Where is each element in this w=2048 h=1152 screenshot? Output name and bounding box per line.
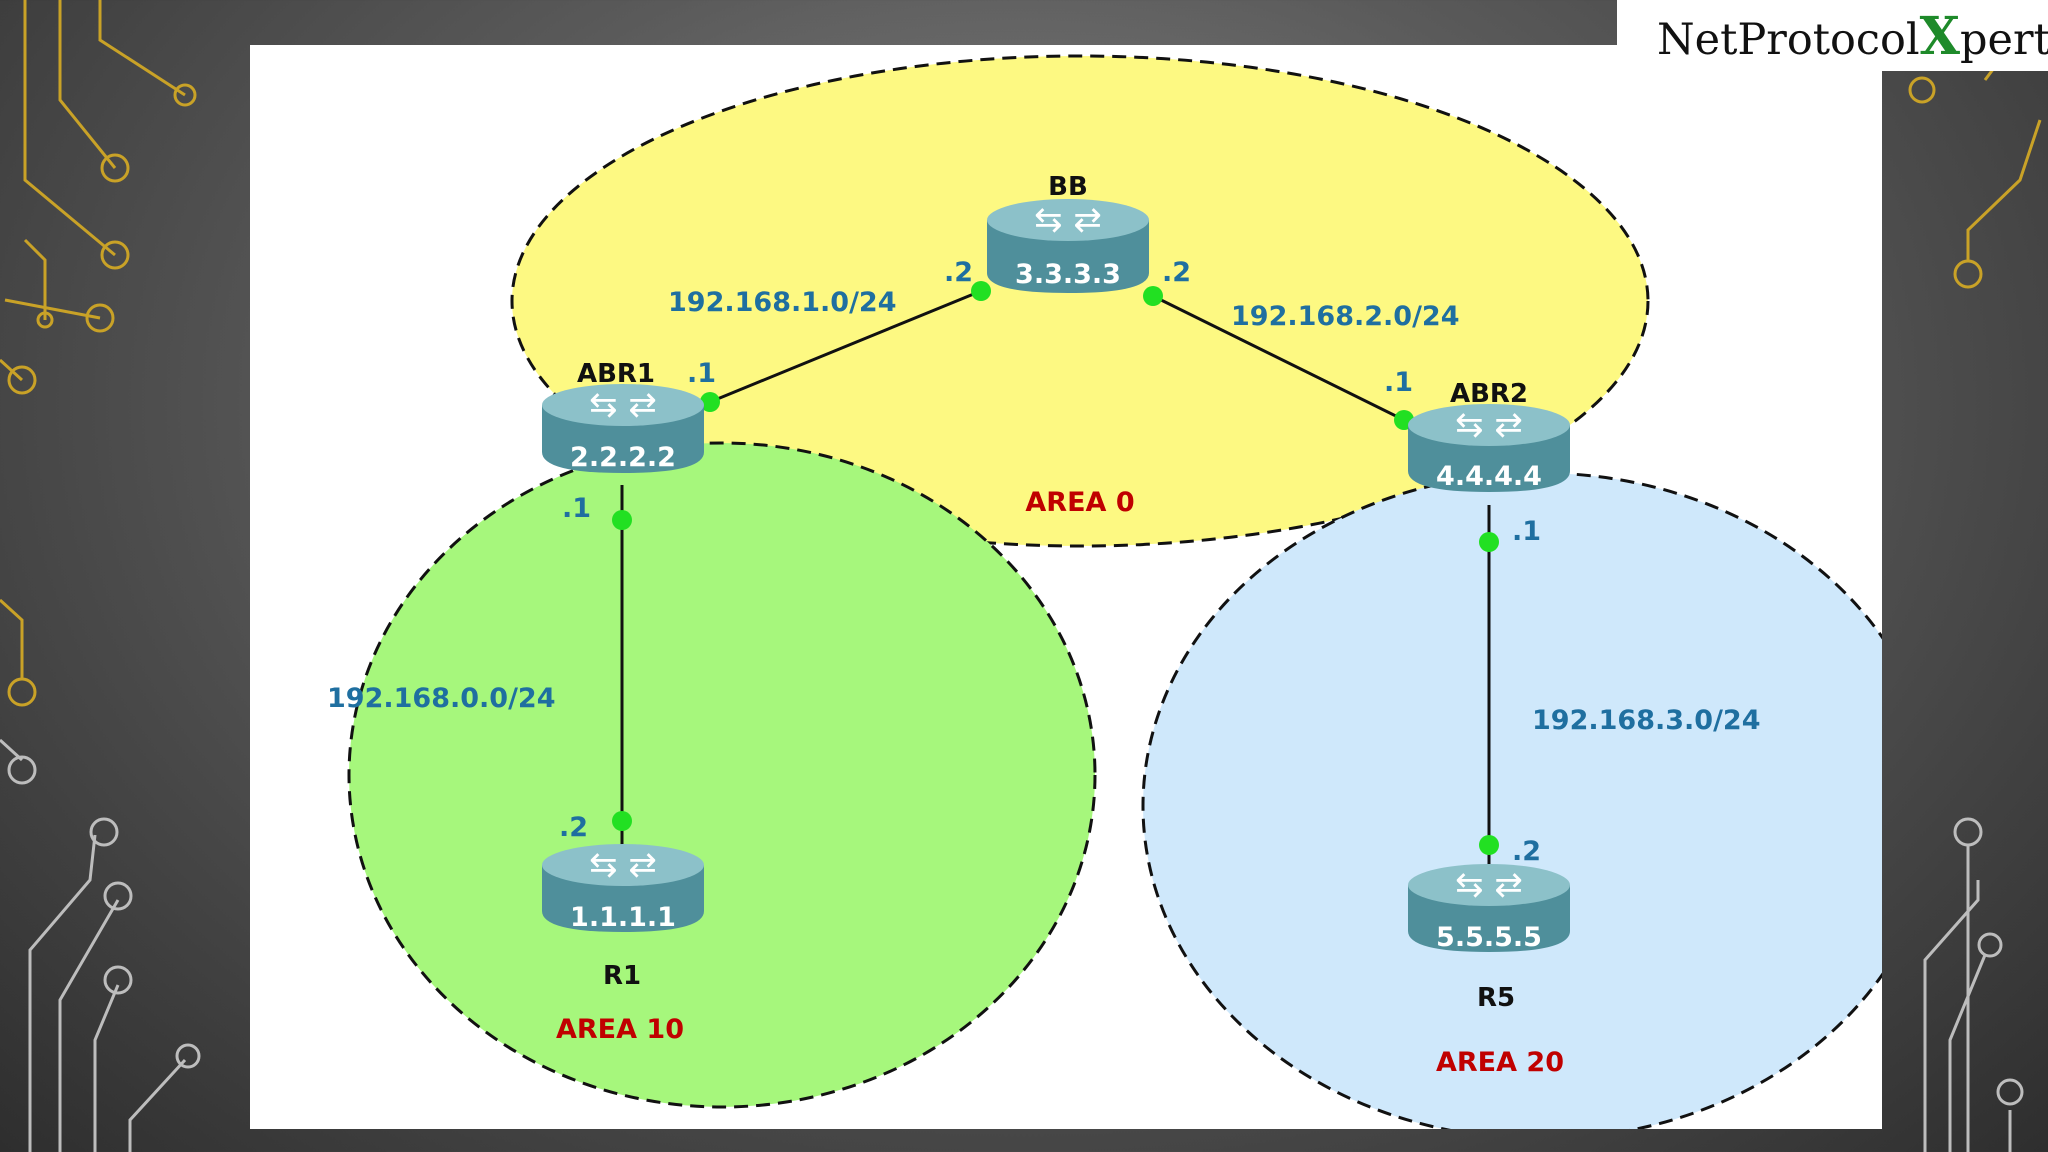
- router-bb-name: BB: [1048, 172, 1088, 202]
- dot-abr2-net3: [1479, 532, 1499, 552]
- router-abr2[interactable]: ⇆ ⇄ 4.4.4.4: [1408, 404, 1570, 492]
- router-arrows-icon: ⇆ ⇄: [1455, 405, 1523, 445]
- router-abr1-id: 2.2.2.2: [570, 442, 676, 473]
- network-label-192-168-3: 192.168.3.0/24: [1532, 705, 1761, 736]
- dot-abr1-net1: [700, 392, 720, 412]
- logo-part-3: pert: [1959, 15, 2048, 65]
- interface-dots: [612, 281, 1499, 855]
- area10-region: [347, 441, 1097, 1109]
- network-diagram-slide: ⇆ ⇄ 3.3.3.3 ⇆ ⇄ 2.2.2.2 ⇆ ⇄ 4.4.4.4 ⇆ ⇄ …: [250, 45, 1882, 1129]
- router-r5[interactable]: ⇆ ⇄ 5.5.5.5: [1408, 864, 1570, 953]
- router-r1-id: 1.1.1.1: [570, 902, 676, 933]
- ip-abr1-net0: .1: [562, 493, 591, 524]
- brand-logo: NetProtocolXpert: [1617, 0, 2048, 71]
- ip-r5-net3: .2: [1512, 836, 1541, 867]
- router-abr1[interactable]: ⇆ ⇄ 2.2.2.2: [542, 384, 704, 473]
- ip-bb-net1: .2: [944, 257, 973, 288]
- router-arrows-icon: ⇆ ⇄: [589, 845, 657, 885]
- area10-label: AREA 10: [556, 1014, 684, 1045]
- router-r1-name: R1: [603, 961, 641, 991]
- circuit-traces-silver: [0, 738, 2024, 1152]
- router-r1[interactable]: ⇆ ⇄ 1.1.1.1: [542, 844, 704, 933]
- network-label-192-168-0: 192.168.0.0/24: [327, 683, 556, 714]
- ip-abr1-net1: .1: [687, 358, 716, 389]
- logo-x-mark: X: [1919, 6, 1960, 67]
- area20-label: AREA 20: [1436, 1047, 1564, 1078]
- network-label-192-168-1: 192.168.1.0/24: [668, 287, 897, 318]
- ip-bb-net2: .2: [1162, 257, 1191, 288]
- link-abr1-bb: [709, 289, 982, 404]
- ip-r1-net0: .2: [559, 812, 588, 843]
- dot-abr1-net0: [612, 510, 632, 530]
- router-abr2-id: 4.4.4.4: [1436, 461, 1542, 492]
- ospf-topology-diagram: ⇆ ⇄ 3.3.3.3 ⇆ ⇄ 2.2.2.2 ⇆ ⇄ 4.4.4.4 ⇆ ⇄ …: [327, 54, 1882, 1129]
- dot-r5-net3: [1479, 835, 1499, 855]
- router-r5-id: 5.5.5.5: [1436, 922, 1542, 953]
- router-arrows-icon: ⇆ ⇄: [1455, 865, 1523, 905]
- area0-region: [510, 54, 1650, 548]
- dot-bb-net2: [1143, 286, 1163, 306]
- dot-bb-net1: [971, 281, 991, 301]
- link-bb-abr2: [1152, 294, 1405, 422]
- dot-r1-net0: [612, 811, 632, 831]
- ip-abr2-net3: .1: [1512, 516, 1541, 547]
- router-bb[interactable]: ⇆ ⇄ 3.3.3.3: [987, 199, 1149, 293]
- logo-text: NetProtocolXpert: [1657, 6, 2048, 67]
- links: [620, 289, 1491, 900]
- router-abr1-name: ABR1: [577, 359, 655, 389]
- ip-abr2-net2: .1: [1384, 367, 1413, 398]
- router-bb-id: 3.3.3.3: [1015, 259, 1121, 290]
- logo-part-1: NetProtocol: [1657, 15, 1920, 65]
- router-abr2-name: ABR2: [1450, 379, 1528, 409]
- router-arrows-icon: ⇆ ⇄: [1034, 200, 1102, 240]
- router-r5-name: R5: [1477, 983, 1515, 1013]
- area20-region: [1141, 471, 1882, 1129]
- network-label-192-168-2: 192.168.2.0/24: [1231, 301, 1460, 332]
- area0-label: AREA 0: [1025, 487, 1134, 518]
- router-arrows-icon: ⇆ ⇄: [589, 385, 657, 425]
